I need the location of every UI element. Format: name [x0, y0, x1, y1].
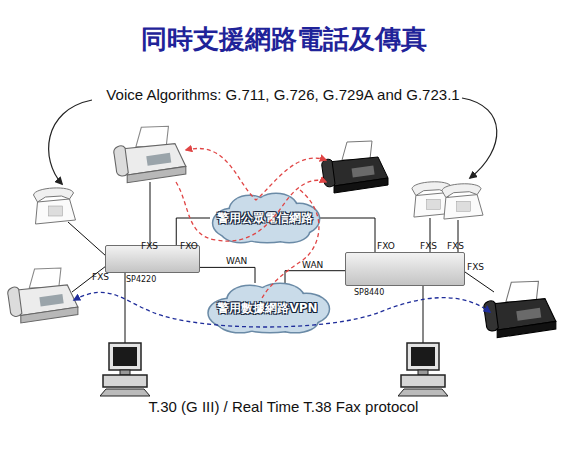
- port-label: WAN: [302, 260, 323, 270]
- fxs-wire: [150, 182, 151, 245]
- gateway-device: SP8440: [345, 252, 465, 286]
- pstn-fax-path: [262, 190, 319, 298]
- port-label: FXS: [420, 241, 437, 251]
- fax-machine: [322, 141, 388, 193]
- diagram-title: 同時支援網路電話及傳真: [0, 22, 567, 57]
- network-cloud: 警用數據網路VPN: [205, 283, 330, 333]
- fax-machine: [8, 268, 78, 323]
- network-link: [285, 271, 345, 283]
- device-model: SP8440: [354, 288, 384, 297]
- cloud-fill: [209, 284, 329, 332]
- port-label: WAN: [226, 256, 247, 266]
- telephone: [412, 182, 453, 217]
- network-name: 警用公眾電信網路: [217, 210, 313, 227]
- pstn-fax-path: [176, 180, 326, 241]
- lan-wire: [125, 273, 126, 345]
- telephone: [442, 184, 483, 219]
- telephone: [34, 188, 76, 224]
- port-label: FXS: [141, 241, 158, 251]
- cloud-fill: [213, 194, 319, 242]
- port-label: FXO: [377, 241, 395, 251]
- vpn-fax-path: [74, 292, 490, 327]
- network-name: 警用數據網路VPN: [217, 300, 317, 317]
- port-label: FXS: [447, 241, 464, 251]
- port-label: FXS: [467, 262, 484, 272]
- lan-wire: [423, 286, 424, 345]
- computer: [100, 343, 150, 396]
- diagram-caption: T.30 (G III) / Real Time T.38 Fax protoc…: [0, 398, 567, 415]
- pointer-curve: [49, 100, 92, 184]
- computer: [398, 343, 448, 396]
- cloud-edge: [213, 194, 319, 242]
- port-label: FXS: [92, 272, 109, 282]
- cloud-edge: [209, 284, 329, 332]
- network-link: [320, 218, 375, 252]
- fax-machine: [484, 281, 556, 337]
- network-link: [200, 267, 255, 283]
- network-link: [176, 218, 210, 245]
- device-model: SP4220: [126, 275, 156, 284]
- network-cloud: 警用公眾電信網路: [210, 193, 320, 243]
- pstn-fax-path: [186, 148, 326, 200]
- fax-machine: [114, 126, 186, 182]
- pointer-curve: [462, 98, 497, 178]
- fxs-wire: [68, 222, 106, 256]
- port-label: FXO: [180, 241, 198, 251]
- subtitle-text: Voice Algorithms: G.711, G.726, G.729A a…: [0, 86, 566, 103]
- fxs-wire: [465, 272, 494, 292]
